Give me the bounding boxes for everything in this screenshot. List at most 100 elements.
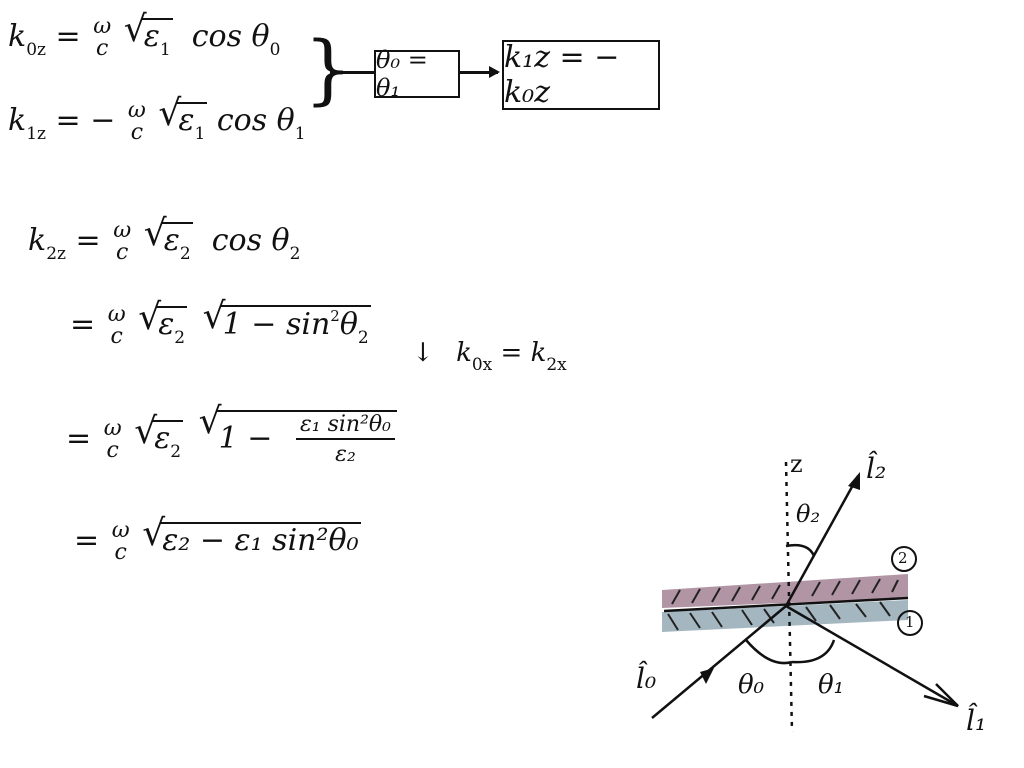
sqrt-epsilon: ε2 — [134, 414, 184, 462]
z-axis-label: z — [790, 450, 803, 478]
symbol-k: k — [28, 223, 47, 258]
equals-sign: = — [74, 523, 100, 558]
incident-arrowhead-icon — [700, 668, 714, 684]
subscript: 2 — [289, 244, 301, 264]
medium-1-label: 1 — [905, 613, 915, 631]
subscript: 2 — [357, 328, 369, 348]
transmitted-ray — [784, 475, 860, 607]
denominator: c — [110, 324, 123, 349]
numerator: ω — [107, 302, 126, 327]
subscript: 1 — [294, 124, 306, 144]
equation-k1z: k1z = − ωc ε1 cos θ1 — [8, 96, 306, 144]
arc-theta-0 — [745, 639, 793, 665]
box-text: θ₀ = θ₁ — [376, 46, 428, 102]
reflected-arrowhead-icon — [923, 683, 959, 708]
one-minus-sin: 1 − sin — [222, 307, 331, 342]
denominator: c — [116, 240, 129, 265]
angle-theta-2-label: θ₂ — [796, 500, 821, 528]
angle-theta-0-label: θ₀ — [738, 670, 765, 700]
equals-sign: = — [500, 338, 523, 368]
epsilon: ε — [163, 223, 180, 258]
angle-theta-1-label: θ₁ — [818, 670, 845, 700]
box-k1z-result: k₁z = − k₀z — [502, 40, 660, 110]
cos-theta: cos θ — [211, 223, 290, 258]
numerator: ε₁ sin²θ₀ — [295, 414, 395, 440]
transmitted-label: l̂₂ — [866, 452, 887, 485]
subscript: 0x — [471, 355, 493, 375]
medium-1-layer — [662, 600, 908, 632]
sqrt-epsilon: ε2 — [138, 300, 188, 348]
denominator: ε₂ — [335, 442, 356, 467]
subscript: 0z — [26, 40, 46, 60]
radicand: ε₂ − ε₁ sin²θ₀ — [162, 523, 359, 558]
sqrt-epsilon: ε1 — [158, 96, 208, 144]
denominator: c — [106, 438, 119, 463]
symbol-k: k — [8, 19, 27, 54]
incident-label: l̂₀ — [636, 662, 657, 695]
sqrt-one-minus-sin2: 1 − sin2θ2 — [203, 299, 371, 348]
equation-k2z-line1: k2z = ωc ε2 cos θ2 — [28, 216, 301, 264]
equation-k0z: k0z = ωc ε1 cos θ0 — [8, 12, 281, 60]
numerator: ω — [127, 98, 146, 123]
medium-2-label: 2 — [898, 549, 908, 567]
curved-arrow-down-icon: ↓ — [412, 338, 434, 368]
symbol-k: k — [456, 338, 472, 368]
sqrt-epsilon: ε2 — [144, 216, 193, 264]
arc-theta-1 — [791, 639, 836, 664]
reflected-ray — [785, 604, 959, 708]
side-note-kx-equality: ↓ k0x = k2x — [412, 340, 567, 374]
incident-ray — [651, 605, 787, 719]
subscript: 2x — [546, 355, 567, 375]
superscript: 2 — [330, 307, 340, 325]
denominator: c — [114, 540, 127, 565]
subscript: 2 — [174, 328, 186, 348]
equals-sign: = — [75, 223, 101, 258]
subscript: 1 — [194, 124, 206, 144]
subscript: 1z — [26, 124, 46, 144]
hatching-medium-1 — [667, 601, 891, 631]
numerator: ω — [103, 416, 122, 441]
box-text: k₁z = − k₀z — [504, 40, 620, 110]
symbol-k: k — [530, 338, 547, 368]
equals-sign: = — [55, 19, 81, 54]
box-theta-equality: θ₀ = θ₁ — [374, 46, 460, 102]
numerator: ω — [113, 218, 132, 243]
epsilon: ε — [143, 19, 160, 54]
one-minus: 1 − — [218, 421, 273, 456]
epsilon: ε — [154, 421, 171, 456]
connector-line-1 — [330, 71, 374, 74]
equals-sign: = — [70, 307, 96, 342]
numerator: ω — [93, 14, 112, 39]
connector-arrow — [458, 71, 498, 74]
subscript: 2z — [46, 244, 66, 264]
hatching-medium-2 — [671, 578, 899, 605]
sqrt-final: ε₂ − ε₁ sin²θ₀ — [142, 516, 361, 558]
subscript: 0 — [269, 40, 281, 60]
curly-brace: } — [304, 24, 353, 113]
reflected-label: l̂₁ — [966, 704, 987, 737]
epsilon: ε — [178, 103, 195, 138]
arc-theta-2 — [785, 543, 816, 557]
subscript: 2 — [170, 442, 182, 462]
numerator: ω — [111, 518, 130, 543]
equals-sign: = — [66, 421, 92, 456]
subscript: 2 — [179, 244, 191, 264]
denominator: c — [130, 120, 144, 145]
equals-minus: = − — [55, 103, 116, 138]
sqrt-epsilon: ε1 — [124, 12, 173, 60]
cos-theta: cos θ — [191, 19, 270, 54]
subscript: 1 — [159, 40, 171, 60]
equation-k2z-line4: = ωc ε₂ − ε₁ sin²θ₀ — [74, 516, 361, 564]
denominator: c — [96, 36, 109, 61]
